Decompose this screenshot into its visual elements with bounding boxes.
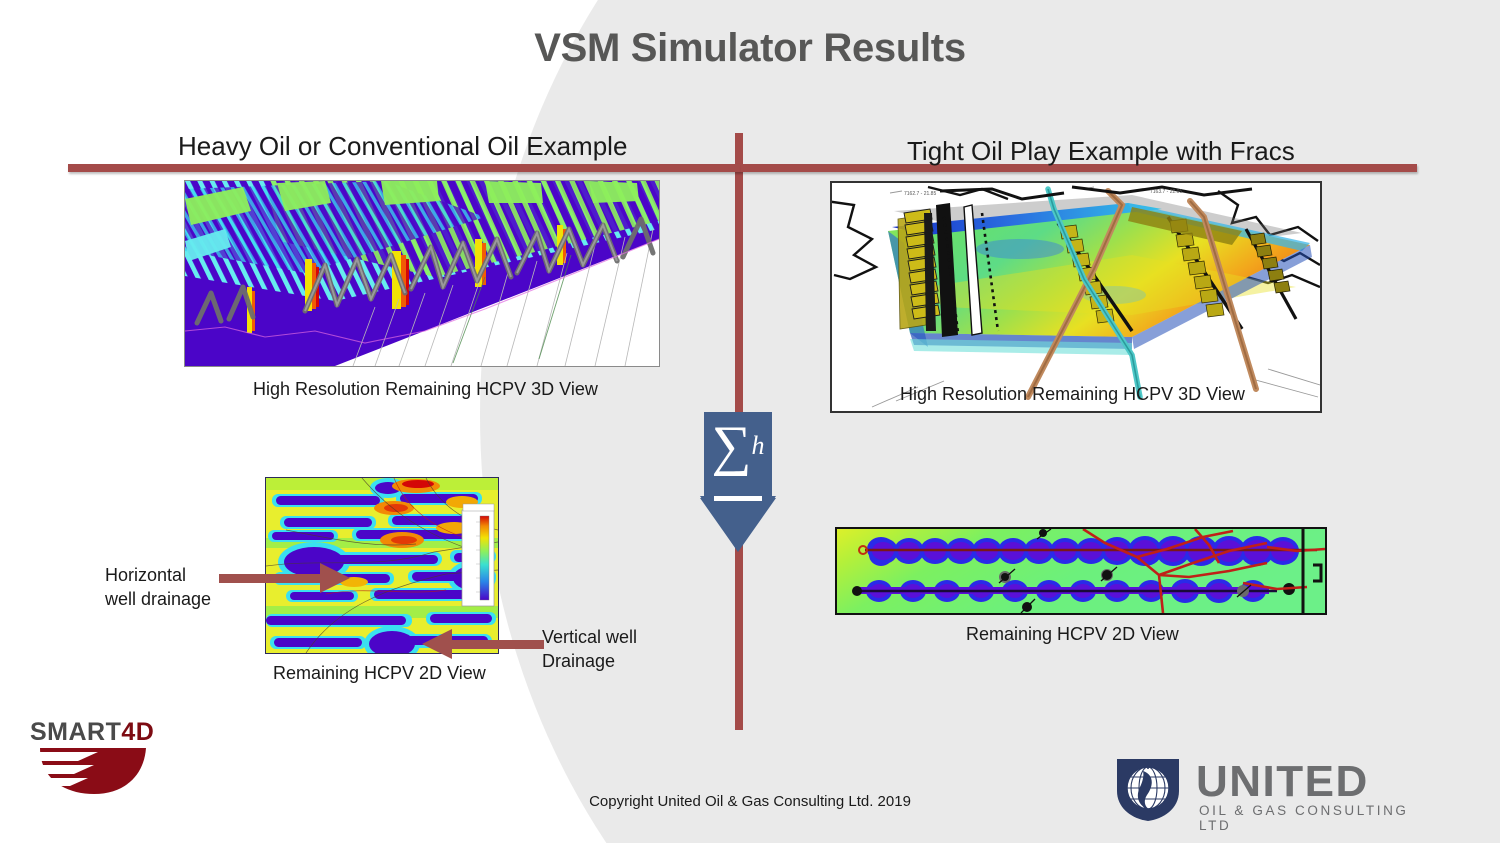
united-shield-globe-icon [1117,759,1179,821]
annotation-arrow-left-shaft [452,640,544,649]
hcpv-2d-map-illustration [266,478,498,653]
caption-right-2d: Remaining HCPV 2D View [966,624,1179,644]
frac-2d-map-illustration [837,529,1325,613]
smart4d-text-primary: SMART [30,718,122,746]
page-title: VSM Simulator Results [534,26,966,70]
figure-right-2d-hcpv [835,527,1327,615]
copyright-text: Copyright United Oil & Gas Consulting Lt… [589,793,911,810]
annotation-arrow-right-head [320,563,350,593]
tight-oil-3d-illustration: 7162.7 - 21.85 7163.7 - 22.05 [832,183,1320,411]
caption-left-3d: High Resolution Remaining HCPV 3D View [253,379,598,399]
divider-rule-right [741,164,1417,172]
background-circle-decoration [480,0,1500,843]
caption-left-2d: Remaining HCPV 2D View [273,663,486,683]
smart4d-text-accent: 4D [121,718,155,746]
figure-left-2d-hcpv [265,477,499,654]
smart4d-logo: SMART4D [22,718,172,796]
annotation-arrow-left-head [422,629,452,659]
annotation-arrow-right-shaft [219,574,323,583]
svg-text:7163.7 - 22.05: 7163.7 - 22.05 [1150,189,1182,195]
united-tagline: OIL & GAS CONSULTING LTD [1199,803,1409,833]
annotation-line-1: Horizontal [105,565,187,585]
figure-left-3d-hcpv [184,180,660,367]
annotation-line-1: Vertical well [542,627,638,647]
united-wordmark: UNITED [1196,757,1369,806]
smart4d-wordmark: SMART4D [30,718,154,747]
annotation-vertical-well-drainage: Vertical well Drainage [542,626,637,674]
caption-right-3d: High Resolution Remaining HCPV 3D View [900,384,1245,404]
figure-right-3d-hcpv: 7162.7 - 21.85 7163.7 - 22.05 [830,181,1322,413]
sum-over-h-arrow-badge: ∑h [700,412,776,552]
column-heading-right: Tight Oil Play Example with Fracs [907,136,1295,166]
annotation-line-2: well drainage [105,588,212,609]
down-arrow-shape [700,412,776,552]
smart4d-swoosh-icon [30,748,146,794]
divider-rule-left [68,164,741,172]
column-heading-left: Heavy Oil or Conventional Oil Example [178,131,628,161]
annotation-horizontal-well-drainage: Horizontal well drainage [105,564,211,612]
annotation-line-2: Drainage [542,650,616,671]
svg-text:7162.7 - 21.85: 7162.7 - 21.85 [904,191,936,197]
united-logo: UNITED OIL & GAS CONSULTING LTD [1113,757,1443,833]
reservoir-3d-illustration [185,181,659,366]
